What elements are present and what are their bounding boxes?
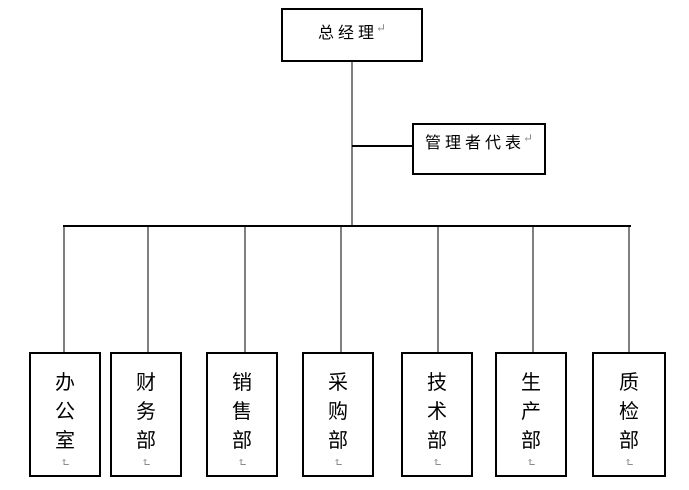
general-manager-label: 总经理 [317,23,378,42]
dept-box-production[interactable]: 生产部 ↵ [495,352,567,477]
paragraph-return-icon: ↵ [58,456,72,468]
dept-box-quality[interactable]: 质检部 ↵ [592,352,666,477]
dept-label: 办公室 [55,370,75,452]
dept-label: 销售部 [232,370,252,452]
paragraph-return-icon: ↵ [375,21,387,35]
dept-label: 生产部 [521,370,541,452]
paragraph-return-icon: ↵ [331,456,345,468]
management-representative-box[interactable]: 管理者代表 ↵ [412,123,546,175]
paragraph-return-icon: ↵ [524,456,538,468]
management-representative-label: 管理者代表 [424,133,525,152]
connector-drop-production [532,227,534,352]
dept-box-technology[interactable]: 技术部 ↵ [401,352,473,477]
connector-drop-finance [147,227,149,352]
dept-box-office[interactable]: 办公室 ↵ [29,352,101,477]
connector-drop-office [63,227,65,352]
paragraph-return-icon: ↵ [522,131,534,145]
dept-box-purchasing[interactable]: 采购部 ↵ [302,352,374,477]
dept-label: 质检部 [619,370,639,452]
dept-label: 财务部 [136,370,156,452]
paragraph-return-icon: ↵ [139,456,153,468]
connector-manager-rep-horizontal [352,145,412,147]
connector-drop-sales [244,227,246,352]
dept-label: 采购部 [328,370,348,452]
paragraph-return-icon: ↵ [430,456,444,468]
connector-drop-purchasing [340,227,342,352]
dept-label: 技术部 [427,370,447,452]
connector-drop-technology [437,227,439,352]
paragraph-return-icon: ↵ [622,456,636,468]
dept-box-finance[interactable]: 财务部 ↵ [110,352,182,477]
connector-drop-quality [628,227,630,352]
dept-box-sales[interactable]: 销售部 ↵ [206,352,278,477]
general-manager-box[interactable]: 总经理 ↵ [281,8,423,62]
paragraph-return-icon: ↵ [235,456,249,468]
connector-root-vertical [351,62,353,226]
connector-main-horizontal [63,225,631,227]
